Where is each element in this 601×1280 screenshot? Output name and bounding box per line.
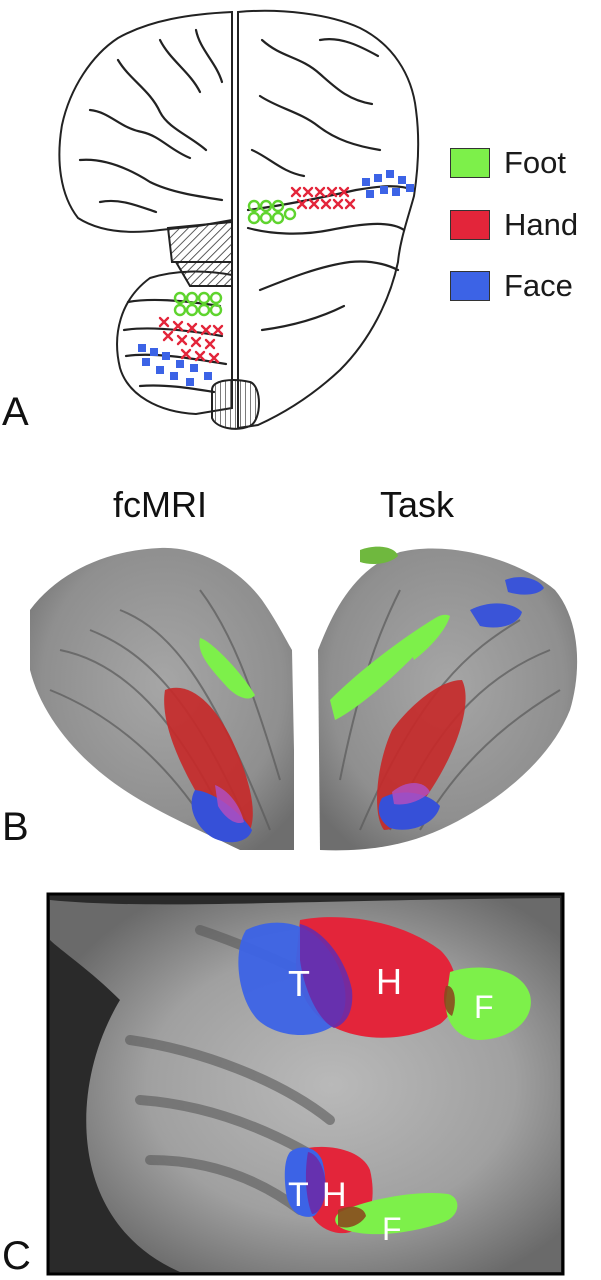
legend-face: Face — [450, 268, 573, 304]
lower-h-label: H — [322, 1176, 347, 1214]
fcmri-overlap-blob — [215, 785, 244, 824]
task-foot-blob-long — [330, 620, 435, 720]
legend-foot: Foot — [450, 145, 566, 181]
legend-hand-label: Hand — [504, 207, 579, 242]
mri-slice: T H F T H F — [46, 892, 565, 1276]
lower-foot-region — [335, 1192, 458, 1235]
panel-label-c: C — [2, 1234, 31, 1278]
right-cerebrum — [237, 9, 420, 430]
legend-hand: Hand — [450, 207, 578, 243]
brain-illustration — [58, 9, 420, 430]
spinal-cord — [211, 379, 260, 430]
fcmri-title: fcMRI — [113, 484, 207, 525]
legend-face-swatch — [450, 271, 490, 301]
left-cerebrum — [58, 10, 233, 233]
brainstem-mid — [174, 261, 233, 287]
upper-hand-foot-overlap — [444, 985, 455, 1016]
brainstem-top — [166, 220, 233, 263]
fcmri-hand-blob — [164, 687, 253, 831]
lower-t-label: T — [288, 1176, 309, 1214]
cerebellum-surfaces — [30, 546, 578, 870]
upper-t-label: T — [288, 963, 310, 1004]
task-face-blob-top — [470, 603, 522, 628]
lower-f-label: F — [382, 1211, 402, 1247]
fcmri-foot-blob — [199, 638, 255, 699]
task-foot-blob-top — [360, 546, 398, 564]
panel-label-b: B — [2, 805, 29, 849]
legend-face-label: Face — [504, 268, 573, 303]
task-overlap-blob — [392, 783, 430, 805]
fcmri-face-blob — [191, 790, 252, 843]
panel-label-a: A — [2, 390, 29, 434]
task-face-blob-2 — [505, 577, 544, 595]
legend-hand-swatch — [450, 210, 490, 240]
task-foot-blob-2 — [410, 614, 450, 660]
upper-foot-region — [445, 967, 531, 1040]
legend-foot-label: Foot — [504, 145, 567, 180]
task-title: Task — [380, 484, 455, 525]
upper-f-label: F — [474, 989, 494, 1025]
upper-overlap-region — [300, 924, 353, 1028]
legend-foot-swatch — [450, 148, 490, 178]
upper-h-label: H — [376, 961, 402, 1002]
lower-hand-foot-overlap — [338, 1206, 366, 1228]
lower-overlap-region — [305, 1152, 326, 1214]
